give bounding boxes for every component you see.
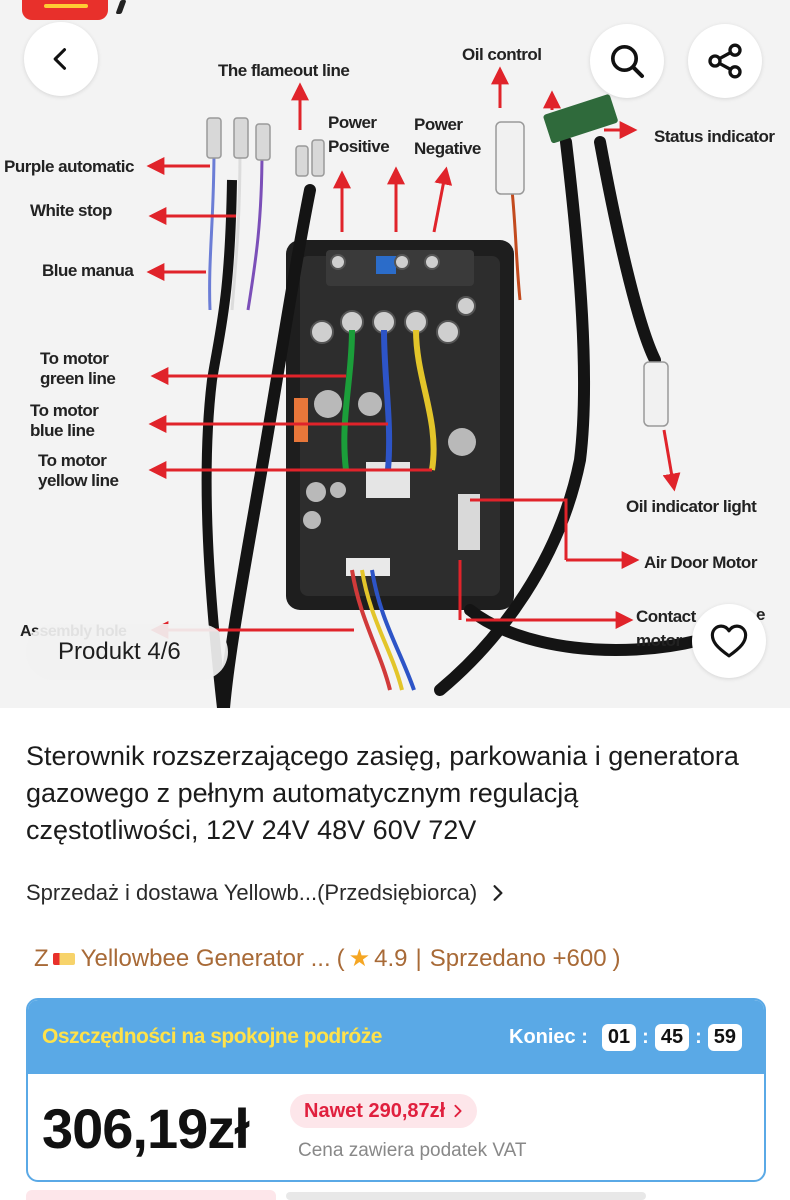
brand-logo: [22, 0, 108, 20]
store-sold-count: Sprzedano +600: [429, 944, 607, 972]
label-contact-1b: e: [756, 605, 765, 624]
product-title: Sterownik rozszerzającego zasięg, parkow…: [26, 741, 739, 845]
label-blue-2: blue line: [30, 421, 95, 440]
store-paren-close: ): [612, 944, 621, 972]
star-icon: ★: [348, 945, 371, 972]
chevron-left-icon: [53, 48, 67, 70]
share-icon: [708, 43, 742, 79]
vat-note: Cena zawiera podatek VAT: [298, 1140, 527, 1161]
deal-header: Oszczędności na spokojne podróże Koniec …: [28, 1000, 764, 1074]
label-flameout-line: The flameout line: [218, 61, 349, 80]
search-icon: [611, 45, 644, 78]
store-prefix: Z: [34, 944, 49, 972]
label-power-negative-1: Power: [414, 115, 463, 134]
next-section-peek-text: [286, 1192, 646, 1200]
label-contact-1: Contact: [636, 607, 697, 626]
label-green-2: green line: [40, 369, 115, 388]
store-logo: [52, 952, 75, 965]
deal-promo-title: Oszczędności na spokojne podróże: [42, 1025, 382, 1048]
chevron-right-icon: [454, 1104, 462, 1118]
store-info-link[interactable]: Z Yellowbee Generator ... ( ★ 4.9 | Sprz…: [34, 944, 621, 973]
lowest-price-badge[interactable]: Nawet 290,87zł: [290, 1094, 478, 1128]
label-green-1: To motor: [40, 349, 109, 368]
seller-info-link[interactable]: Sprzedaż i dostawa Yellowb...(Przedsiębi…: [26, 880, 505, 906]
label-air-door-motor: Air Door Motor: [644, 553, 758, 572]
heart-icon: [710, 624, 748, 658]
label-power-negative-2: Negative: [414, 139, 481, 158]
label-contact-2: motor: [636, 631, 683, 650]
label-blue-manua: Blue manua: [42, 261, 134, 280]
label-yellow-1: To motor: [38, 451, 107, 470]
label-power-positive-1: Power: [328, 113, 377, 132]
product-price: 306,19zł: [42, 1097, 250, 1160]
image-counter-text: Produkt 4/6: [58, 638, 181, 665]
store-paren-open: (: [336, 944, 345, 972]
label-yellow-2: yellow line: [38, 471, 119, 490]
label-purple-automatic: Purple automatic: [4, 157, 134, 176]
favorite-button[interactable]: [692, 604, 766, 678]
next-section-peek: [26, 1190, 276, 1200]
store-rating: 4.9: [374, 944, 408, 972]
deal-ends-label: Koniec :: [509, 1025, 588, 1048]
countdown-hours: 01: [601, 1023, 637, 1051]
label-blue-1: To motor: [30, 401, 99, 420]
seller-info-text: Sprzedaż i dostawa Yellowb...(Przedsiębi…: [26, 880, 478, 905]
back-button[interactable]: [24, 22, 98, 96]
deal-countdown: 01 : 45 : 59: [601, 1023, 742, 1051]
chevron-right-icon: [493, 885, 503, 901]
deal-box[interactable]: Oszczędności na spokojne podróże Koniec …: [26, 998, 766, 1182]
share-button[interactable]: [688, 24, 762, 98]
label-power-positive-2: Positive: [328, 137, 389, 156]
label-status-indicator: Status indicator: [654, 127, 775, 146]
countdown-seconds: 59: [707, 1023, 742, 1051]
lowest-price-text: Nawet 290,87zł: [304, 1099, 446, 1122]
store-separator: |: [415, 944, 422, 972]
store-name: Yellowbee Generator ...: [80, 944, 331, 972]
label-white-stop: White stop: [30, 201, 112, 220]
label-oil-indicator-light: Oil indicator light: [626, 497, 757, 516]
label-oil-control: Oil control: [462, 45, 542, 64]
image-counter: Produkt 4/6: [26, 624, 228, 680]
countdown-minutes: 45: [654, 1023, 690, 1051]
search-button[interactable]: [590, 24, 664, 98]
product-image-gallery[interactable]: The flameout line Power Positive Power N…: [0, 0, 790, 708]
controller-wiring-diagram: The flameout line Power Positive Power N…: [4, 45, 776, 708]
